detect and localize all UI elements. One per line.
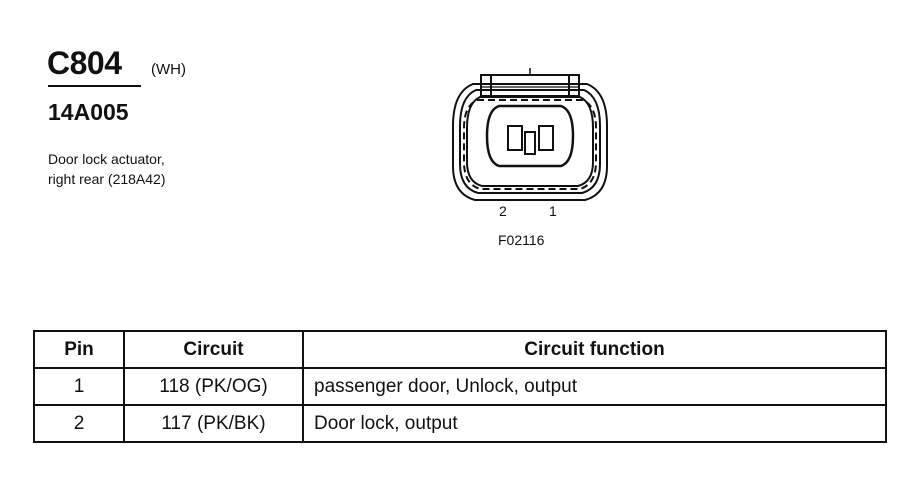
terminal-center-post xyxy=(524,131,536,155)
part-number: 14A005 xyxy=(48,99,129,125)
pin-cell: 2 xyxy=(33,404,125,443)
terminal-cavity-2 xyxy=(507,125,523,151)
seal-ring xyxy=(463,99,597,190)
circuit-cell: 118 (PK/OG) xyxy=(123,367,304,406)
table-row: 2 117 (PK/BK) Door lock, output xyxy=(33,404,887,443)
pinout-table: Pin Circuit Circuit function 1 118 (PK/O… xyxy=(33,330,887,443)
connector-id: C804 xyxy=(47,45,122,81)
connector-inner-shell-2 xyxy=(466,96,594,187)
function-cell: Door lock, output xyxy=(302,404,887,443)
table-row: 1 118 (PK/OG) passenger door, Unlock, ou… xyxy=(33,367,887,406)
header-pin: Pin xyxy=(33,330,125,369)
header-circuit-function: Circuit function xyxy=(302,330,887,369)
table-header-row: Pin Circuit Circuit function xyxy=(33,330,887,369)
function-cell: passenger door, Unlock, output xyxy=(302,367,887,406)
circuit-cell: 117 (PK/BK) xyxy=(123,404,304,443)
connector-face-diagram xyxy=(452,68,608,201)
color-code: (WH) xyxy=(151,61,186,78)
connector-description: Door lock actuator, right rear (218A42) xyxy=(48,149,166,189)
header-circuit: Circuit xyxy=(123,330,304,369)
description-line: Door lock actuator, xyxy=(48,151,165,167)
figure-id: F02116 xyxy=(498,232,545,248)
pin-label-1: 1 xyxy=(549,203,557,219)
connector-outer-shell xyxy=(452,83,608,201)
description-line: right rear (218A42) xyxy=(48,171,166,187)
title-underline xyxy=(48,85,141,87)
locking-tab xyxy=(480,74,580,97)
pin-label-2: 2 xyxy=(499,203,507,219)
terminal-insert xyxy=(485,104,575,168)
connector-inner-shell xyxy=(459,89,601,194)
pin-cell: 1 xyxy=(33,367,125,406)
terminal-cavity-1 xyxy=(538,125,554,151)
